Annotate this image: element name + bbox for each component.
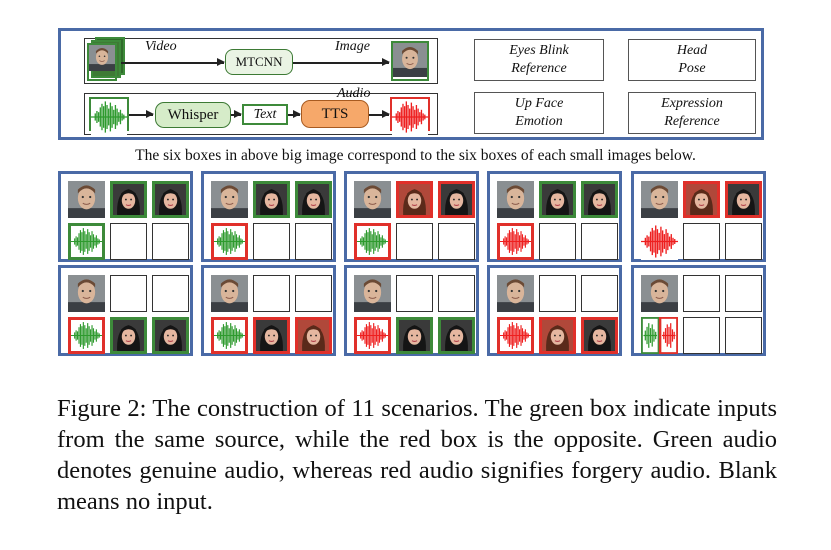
face-woman-thumbnail bbox=[295, 181, 332, 218]
audio-pipeline: Whisper Text TTS Audio bbox=[84, 86, 438, 135]
expression-reference-blank-cell bbox=[581, 223, 618, 260]
waveform-icon bbox=[211, 317, 248, 354]
up-face-emotion-blank-cell bbox=[683, 223, 720, 260]
scenario-1 bbox=[58, 171, 193, 262]
scenario-6 bbox=[58, 265, 193, 356]
mtcnn-node: MTCNN bbox=[225, 49, 293, 75]
waveform-icon bbox=[497, 223, 534, 260]
whisper-node: Whisper bbox=[155, 102, 231, 128]
up-face-emotion-box: Up Face Emotion bbox=[474, 92, 604, 134]
face-woman-thumbnail bbox=[110, 317, 147, 354]
expression-reference-blank-cell bbox=[152, 223, 189, 260]
arrow-video-to-mtcnn bbox=[121, 59, 225, 65]
face-woman-thumbnail bbox=[396, 181, 433, 218]
overview-panel: Video MTCNN Image Whisper Text TTS Audio… bbox=[58, 28, 764, 140]
cropped-face-thumbnail bbox=[391, 41, 429, 81]
face-man-thumbnail bbox=[68, 275, 105, 312]
face-woman-thumbnail bbox=[152, 317, 189, 354]
head-pose-blank-cell bbox=[438, 275, 475, 312]
waveform-icon bbox=[354, 317, 391, 354]
waveform-icon bbox=[641, 317, 678, 354]
face-woman-thumbnail bbox=[295, 317, 332, 354]
face-man-thumbnail bbox=[641, 181, 678, 218]
figure-caption: Figure 2: The construction of 11 scenari… bbox=[57, 395, 777, 515]
up-face-emotion-blank-cell bbox=[539, 223, 576, 260]
expression-reference-blank-cell bbox=[438, 223, 475, 260]
eyes-blink-reference-blank-cell bbox=[539, 275, 576, 312]
waveform-icon bbox=[211, 223, 248, 260]
video-label: Video bbox=[145, 39, 177, 54]
expression-reference-blank-cell bbox=[725, 223, 762, 260]
image-label: Image bbox=[335, 39, 370, 54]
face-woman-thumbnail bbox=[725, 181, 762, 218]
eyes-blink-reference-box: Eyes Blink Reference bbox=[474, 39, 604, 81]
arrow-text-to-tts bbox=[288, 111, 301, 117]
arrow-audio-to-whisper bbox=[129, 111, 154, 117]
genuine-audio-waveform-icon bbox=[89, 97, 129, 135]
face-woman-thumbnail bbox=[581, 317, 618, 354]
waveform-icon bbox=[497, 317, 534, 354]
head-pose-blank-cell bbox=[295, 275, 332, 312]
face-woman-thumbnail bbox=[683, 181, 720, 218]
up-face-emotion-blank-cell bbox=[396, 223, 433, 260]
scenario-10 bbox=[631, 265, 766, 356]
face-woman-thumbnail bbox=[539, 317, 576, 354]
face-man-thumbnail bbox=[641, 275, 678, 312]
face-woman-thumbnail bbox=[438, 181, 475, 218]
expression-reference-blank-cell bbox=[295, 223, 332, 260]
audio-label: Audio bbox=[337, 86, 371, 101]
face-woman-thumbnail bbox=[581, 181, 618, 218]
eyes-blink-reference-blank-cell bbox=[253, 275, 290, 312]
up-face-emotion-blank-cell bbox=[110, 223, 147, 260]
face-woman-thumbnail bbox=[438, 317, 475, 354]
forgery-audio-waveform-icon bbox=[390, 97, 430, 135]
face-woman-thumbnail bbox=[253, 181, 290, 218]
eyes-blink-reference-blank-cell bbox=[396, 275, 433, 312]
arrow-tts-to-audio bbox=[369, 111, 390, 117]
face-woman-thumbnail bbox=[110, 181, 147, 218]
video-pipeline: Video MTCNN Image bbox=[84, 37, 438, 84]
waveform-icon bbox=[68, 317, 105, 354]
grid-caption: The six boxes in above big image corresp… bbox=[135, 147, 696, 164]
face-woman-thumbnail bbox=[396, 317, 433, 354]
waveform-icon bbox=[68, 223, 105, 260]
tts-node: TTS bbox=[301, 100, 369, 128]
face-woman-thumbnail bbox=[253, 317, 290, 354]
face-man-thumbnail bbox=[354, 181, 391, 218]
eyes-blink-reference-blank-cell bbox=[110, 275, 147, 312]
arrow-whisper-to-text bbox=[231, 111, 242, 117]
up-face-emotion-blank-cell bbox=[253, 223, 290, 260]
face-man-thumbnail bbox=[354, 275, 391, 312]
scenario-9 bbox=[487, 265, 622, 356]
scenario-3 bbox=[344, 171, 479, 262]
expression-reference-blank-cell bbox=[725, 317, 762, 354]
face-man-thumbnail bbox=[497, 181, 534, 218]
head-pose-box: Head Pose bbox=[628, 39, 756, 81]
expression-reference-box: Expression Reference bbox=[628, 92, 756, 134]
head-pose-blank-cell bbox=[581, 275, 618, 312]
scenario-8 bbox=[344, 265, 479, 356]
waveform-icon bbox=[641, 223, 678, 260]
face-woman-thumbnail bbox=[539, 181, 576, 218]
video-face-thumbnail bbox=[87, 43, 117, 81]
waveform-icon bbox=[354, 223, 391, 260]
scenario-5 bbox=[631, 171, 766, 262]
eyes-blink-reference-blank-cell bbox=[683, 275, 720, 312]
text-node: Text bbox=[242, 104, 288, 125]
scenario-4 bbox=[487, 171, 622, 262]
up-face-emotion-blank-cell bbox=[683, 317, 720, 354]
arrow-mtcnn-to-image bbox=[293, 59, 390, 65]
face-woman-thumbnail bbox=[152, 181, 189, 218]
scenario-2 bbox=[201, 171, 336, 262]
face-man-thumbnail bbox=[211, 181, 248, 218]
face-man-thumbnail bbox=[68, 181, 105, 218]
face-man-thumbnail bbox=[497, 275, 534, 312]
scenario-7 bbox=[201, 265, 336, 356]
head-pose-blank-cell bbox=[725, 275, 762, 312]
head-pose-blank-cell bbox=[152, 275, 189, 312]
face-man-thumbnail bbox=[211, 275, 248, 312]
